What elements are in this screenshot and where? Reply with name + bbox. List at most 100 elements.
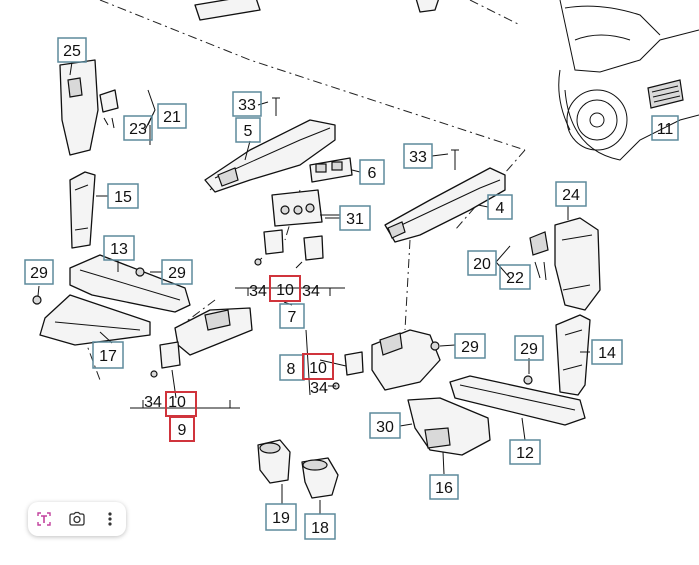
air-duct-5: [204, 119, 336, 193]
more-options-button[interactable]: [97, 506, 123, 532]
svg-text:31: 31: [346, 211, 364, 228]
callout-29-mid[interactable]: 29: [161, 259, 193, 285]
svg-text:29: 29: [520, 341, 538, 358]
svg-text:4: 4: [496, 200, 505, 217]
svg-text:22: 22: [506, 270, 524, 287]
pillar-trim-24: [529, 217, 601, 311]
callout-22[interactable]: 22: [499, 264, 531, 290]
callout-18[interactable]: 18: [304, 513, 336, 540]
callout-12[interactable]: 12: [509, 439, 541, 465]
callout-5[interactable]: 5: [235, 117, 261, 143]
svg-text:5: 5: [244, 123, 253, 140]
fasteners: [32, 97, 533, 427]
svg-text:24: 24: [562, 187, 580, 204]
more-icon: [108, 512, 112, 526]
svg-text:8: 8: [287, 361, 296, 378]
air-duct-4: [384, 167, 506, 243]
callout-19[interactable]: 19: [265, 503, 297, 531]
svg-text:12: 12: [516, 445, 534, 462]
callout-13[interactable]: 13: [103, 235, 135, 261]
svg-text:23: 23: [129, 121, 147, 138]
callout-11[interactable]: 11: [651, 115, 679, 141]
svg-text:14: 14: [598, 345, 616, 362]
callout-34-upper-right[interactable]: 34: [302, 283, 320, 300]
callout-9[interactable]: 9: [169, 416, 195, 442]
duct-16: [407, 397, 491, 456]
svg-text:20: 20: [473, 256, 491, 273]
callout-10-lower[interactable]: 10: [165, 391, 197, 417]
lens-button[interactable]: [64, 506, 90, 532]
callout-31[interactable]: 31: [339, 205, 371, 231]
svg-text:29: 29: [30, 265, 48, 282]
svg-text:33: 33: [238, 97, 256, 114]
duct-19: [257, 439, 291, 484]
svg-text:34: 34: [302, 283, 320, 300]
sill-trim-12: [449, 375, 586, 426]
svg-text:19: 19: [272, 510, 290, 527]
clip-6: [309, 157, 353, 183]
callout-10-middle[interactable]: 10: [302, 353, 334, 380]
callout-29-left[interactable]: 29: [24, 259, 54, 285]
svg-text:34: 34: [249, 283, 267, 300]
callout-10-upper[interactable]: 10: [269, 275, 301, 302]
callout-7[interactable]: 7: [279, 303, 305, 329]
image-toolbar: [28, 502, 126, 536]
callout-4[interactable]: 4: [487, 194, 513, 220]
pillar-trim-14: [555, 314, 591, 396]
svg-text:18: 18: [311, 520, 329, 537]
svg-text:10: 10: [168, 394, 186, 411]
svg-text:33: 33: [409, 149, 427, 166]
svg-text:17: 17: [99, 348, 117, 365]
lens-icon: [69, 511, 85, 526]
clip-pair-upper: [255, 229, 324, 269]
svg-text:34: 34: [310, 380, 328, 397]
svg-text:13: 13: [110, 241, 128, 258]
callout-6[interactable]: 6: [359, 159, 385, 185]
callout-21[interactable]: 21: [157, 103, 187, 129]
vent-block-31: [271, 189, 340, 227]
callout-33-top-right[interactable]: 33: [403, 143, 433, 169]
svg-text:10: 10: [309, 360, 327, 377]
callout-29-right[interactable]: 29: [514, 335, 544, 361]
sill-trim-13: [39, 254, 191, 346]
vehicle-body-outline: [558, 0, 699, 161]
callout-33-top-left[interactable]: 33: [232, 91, 262, 117]
pillar-trim-15: [69, 171, 96, 249]
text-select-button[interactable]: [31, 506, 57, 532]
svg-text:11: 11: [657, 121, 674, 138]
callout-25[interactable]: 25: [57, 37, 87, 63]
callout-34-lower[interactable]: 34: [144, 394, 162, 411]
svg-text:25: 25: [63, 43, 81, 60]
callout-34-middle[interactable]: 34: [310, 380, 328, 397]
svg-text:29: 29: [168, 265, 186, 282]
callout-30[interactable]: 30: [369, 412, 401, 439]
svg-text:6: 6: [368, 165, 377, 182]
callout-15[interactable]: 15: [107, 183, 139, 209]
top-duct-part: [194, 0, 440, 21]
callout-17[interactable]: 17: [92, 341, 124, 369]
svg-text:10: 10: [276, 282, 294, 299]
svg-text:34: 34: [144, 394, 162, 411]
callout-24[interactable]: 24: [555, 181, 587, 207]
svg-text:7: 7: [288, 309, 297, 326]
duct-assembly-8: [344, 329, 441, 391]
callout-14[interactable]: 14: [591, 339, 623, 365]
callout-34-upper-left[interactable]: 34: [249, 283, 267, 300]
callout-16[interactable]: 16: [429, 474, 459, 500]
svg-text:29: 29: [461, 339, 479, 356]
text-select-icon: [37, 512, 52, 526]
svg-text:9: 9: [178, 422, 187, 439]
pillar-trim-upper-left: [59, 59, 119, 156]
duct-18: [301, 457, 339, 499]
svg-text:30: 30: [376, 419, 394, 436]
callout-8[interactable]: 8: [279, 354, 305, 381]
svg-text:16: 16: [435, 480, 453, 497]
callout-23[interactable]: 23: [123, 115, 153, 141]
svg-text:21: 21: [163, 109, 181, 126]
svg-text:15: 15: [114, 189, 132, 206]
leader-lines: [37, 61, 590, 514]
callout-29-centre[interactable]: 29: [454, 333, 486, 359]
callout-20[interactable]: 20: [467, 250, 497, 276]
